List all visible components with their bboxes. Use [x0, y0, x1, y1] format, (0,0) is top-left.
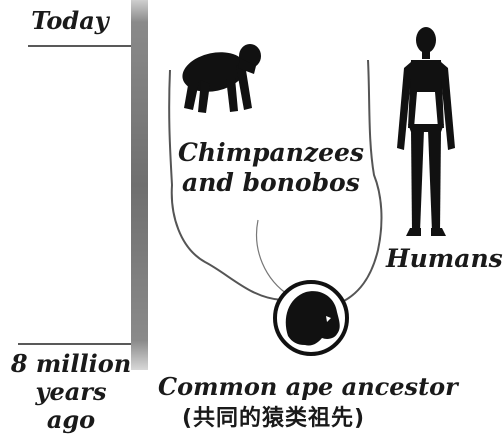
ancestor-label-chinese: (共同的猿类祖先): [182, 400, 365, 432]
chimp-branch-line-2: [257, 220, 290, 296]
timeline-bar: [131, 0, 148, 370]
chimpanzees-label-line-2: and bonobos: [178, 168, 364, 198]
today-label: Today: [20, 6, 120, 35]
ancestor-label: Common ape ancestor: [158, 372, 458, 401]
origin-time-line-2: years: [8, 378, 134, 406]
chimpanzees-label-line-1: Chimpanzees: [178, 138, 364, 168]
chimpanzee-silhouette-icon: [179, 44, 261, 113]
chimpanzees-label: Chimpanzees and bonobos: [178, 138, 364, 198]
human-silhouette-icon: [397, 27, 455, 236]
origin-time-line-1: 8 million: [8, 350, 134, 378]
ancestor-head-icon: [275, 282, 347, 354]
origin-time-line-3: ago: [8, 406, 134, 434]
humans-label: Humans: [386, 244, 503, 273]
origin-time-label: 8 million years ago: [8, 350, 134, 434]
